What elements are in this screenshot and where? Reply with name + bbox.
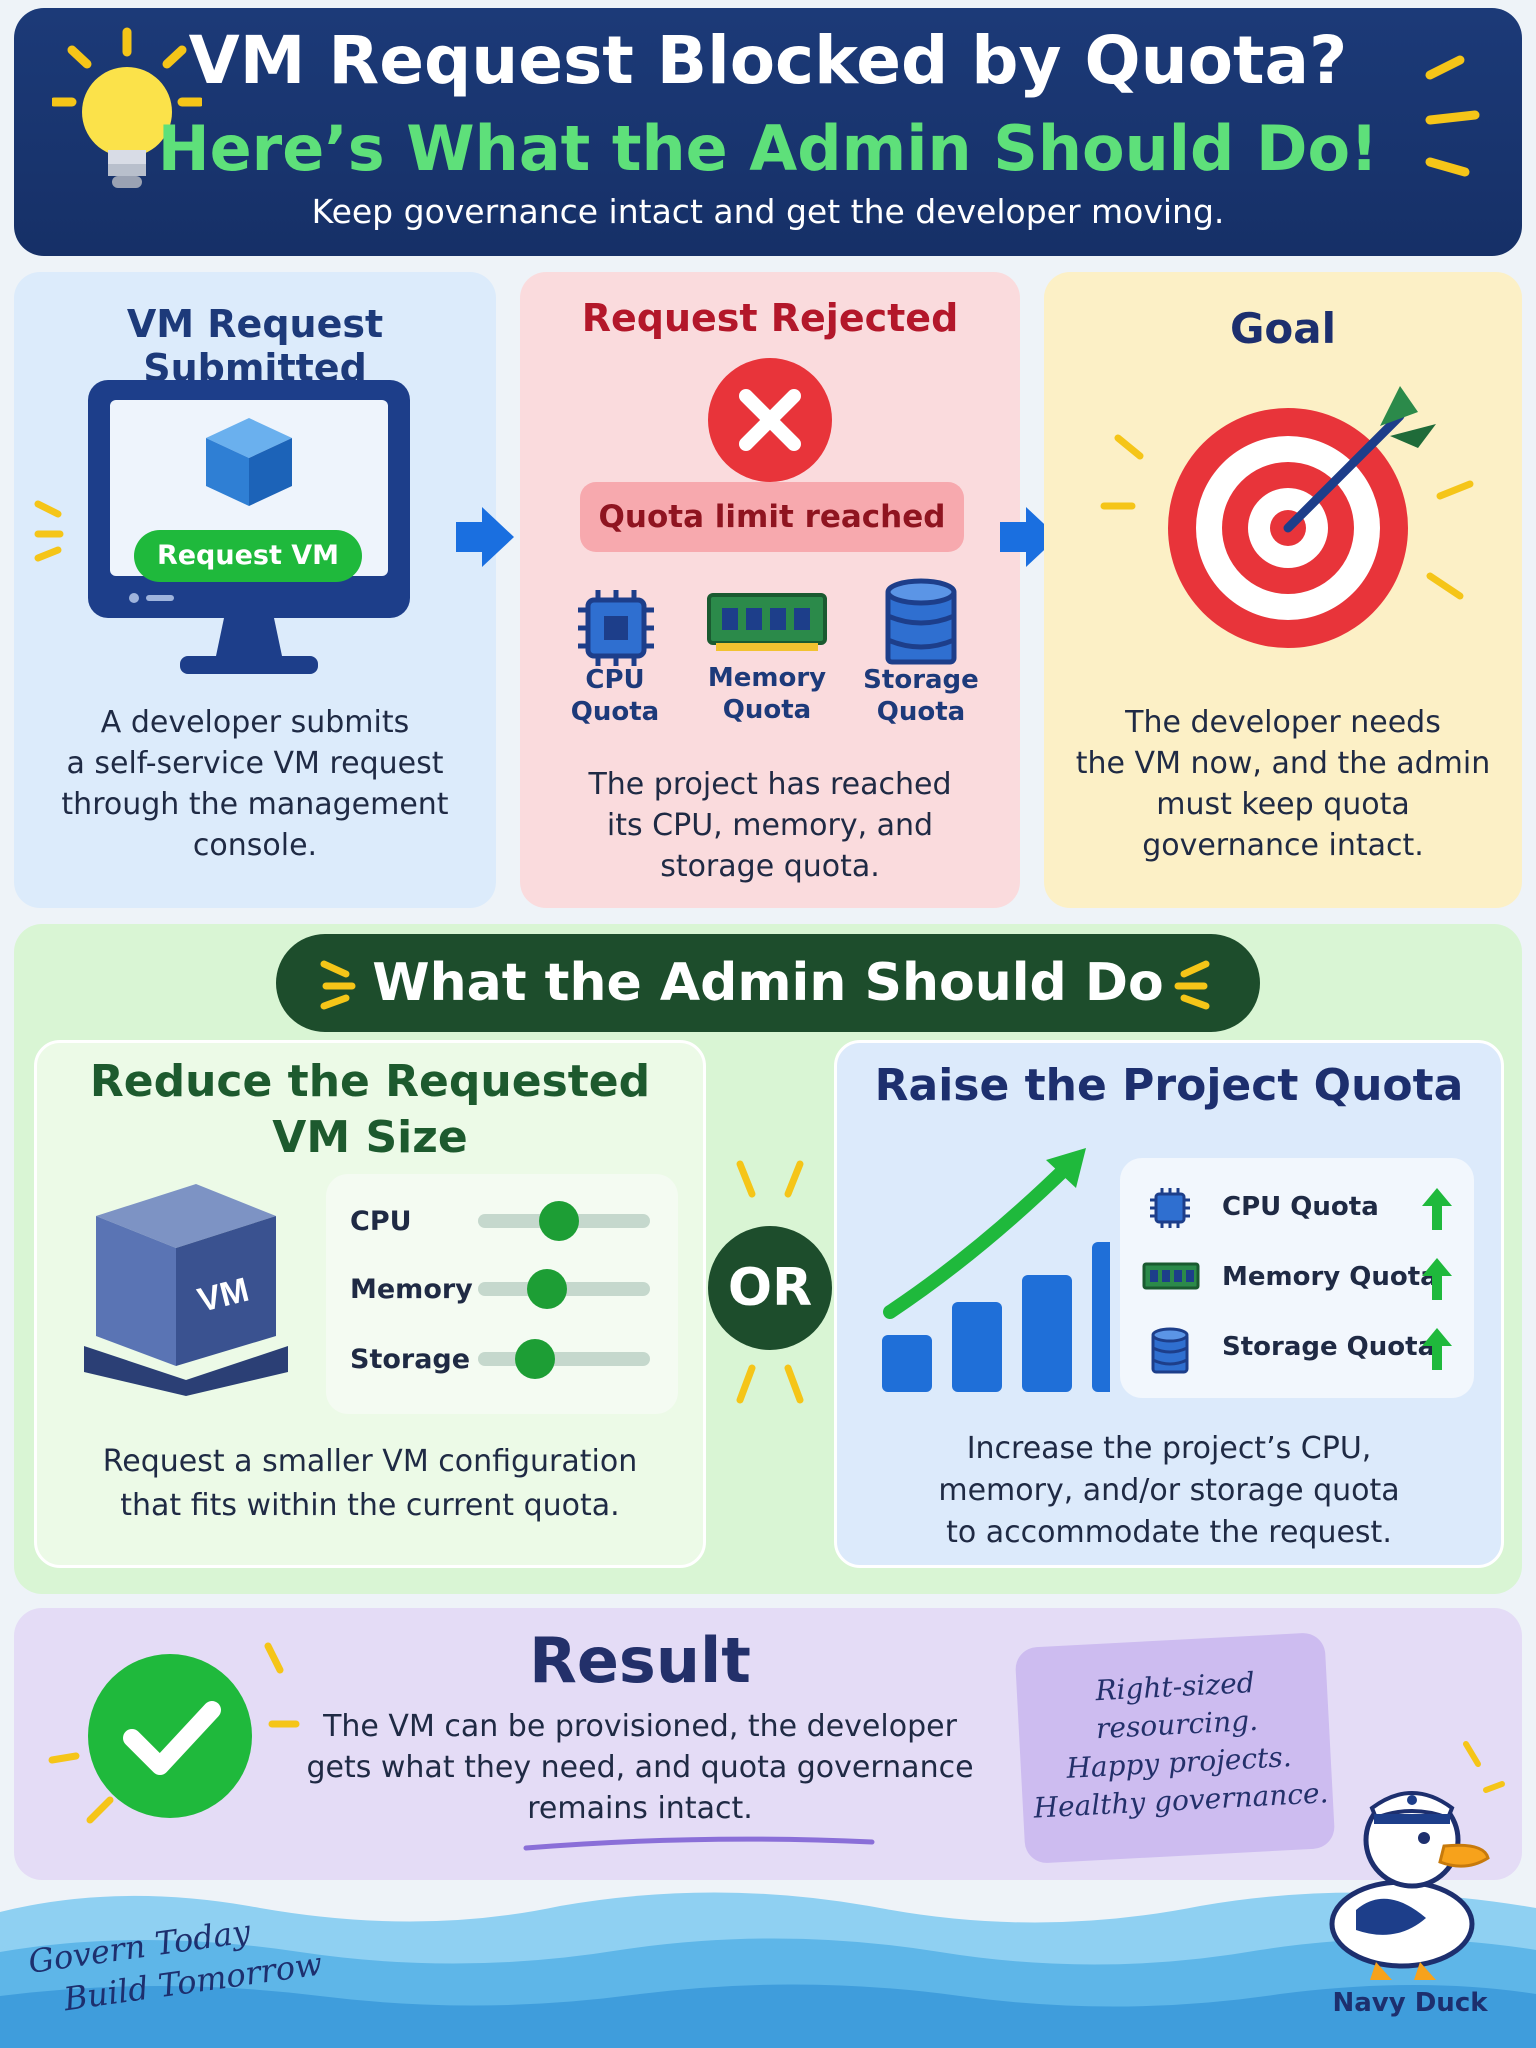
navy-duck-mascot-icon bbox=[1329, 1741, 1505, 1980]
option-raise-body: Increase the project’s CPU, memory, and/… bbox=[938, 1431, 1400, 1550]
up-arrow-icon bbox=[1422, 1258, 1452, 1300]
quota-item-cpu: CPU Quota bbox=[1222, 1192, 1379, 1222]
slider-knob-storage[interactable] bbox=[514, 1339, 555, 1379]
page-tagline: Keep governance intact and get the devel… bbox=[311, 192, 1225, 231]
sparkle-lines-icon bbox=[736, 1160, 804, 1198]
admin-heading-pill bbox=[276, 934, 1260, 1032]
page-subtitle: Here’s What the Admin Should Do! bbox=[157, 112, 1379, 185]
option-raise-title: Raise the Project Quota bbox=[874, 1060, 1464, 1111]
success-check-icon bbox=[48, 1642, 300, 1824]
slider-knob-cpu[interactable] bbox=[538, 1201, 579, 1241]
option-reduce-body: Request a smaller VM configuration that … bbox=[102, 1444, 638, 1523]
quota-limit-badge bbox=[580, 482, 964, 552]
cpu-chip-icon bbox=[578, 590, 654, 666]
up-arrow-icon bbox=[1422, 1328, 1452, 1370]
memory-module-icon bbox=[1142, 1262, 1200, 1290]
sticky-note-text: Right-sized resourcing. Happy projects. … bbox=[1032, 1665, 1330, 1825]
up-arrow-icon bbox=[1422, 1188, 1452, 1230]
option-reduce-title: Reduce the Requested VM Size bbox=[89, 1056, 651, 1163]
slider-label-cpu: CPU bbox=[350, 1206, 412, 1237]
slider-track-storage[interactable] bbox=[478, 1352, 650, 1366]
page-title: VM Request Blocked by Quota? bbox=[188, 22, 1348, 99]
slider-label-memory: Memory bbox=[350, 1274, 473, 1305]
quota-limit-badge-text: Quota limit reached bbox=[598, 499, 946, 535]
flow-arrow-1 bbox=[456, 522, 482, 552]
growth-bar bbox=[882, 1335, 932, 1392]
vm-server-cube-icon: VM bbox=[84, 1184, 288, 1396]
step-title-goal: Goal bbox=[1229, 304, 1337, 353]
quota-item-storage: Storage Quota bbox=[1222, 1332, 1436, 1362]
sparkle-lines-icon bbox=[34, 500, 64, 562]
lightbulb-icon bbox=[52, 27, 202, 188]
cpu-chip-icon bbox=[1150, 1188, 1190, 1228]
growth-bar bbox=[1022, 1275, 1072, 1392]
storage-database-icon bbox=[1151, 1327, 1189, 1374]
step-title-rejected: Request Rejected bbox=[581, 296, 959, 340]
request-vm-button[interactable] bbox=[134, 530, 362, 582]
admin-heading: What the Admin Should Do bbox=[372, 953, 1164, 1013]
water-wave-footer bbox=[0, 1892, 1536, 2048]
request-vm-button-label: Request VM bbox=[156, 540, 340, 571]
reject-x-icon bbox=[708, 358, 832, 482]
step-body-goal: The developer needs the VM now, and the … bbox=[1075, 705, 1491, 863]
result-body: The VM can be provisioned, the developer… bbox=[306, 1709, 974, 1826]
flow-arrow-2 bbox=[1000, 522, 1026, 552]
mascot-name: Navy Duck bbox=[1332, 1988, 1488, 2018]
sparkle-lines-icon bbox=[1425, 55, 1480, 177]
sparkle-lines-icon bbox=[736, 1364, 804, 1404]
sparkle-lines-icon bbox=[1174, 960, 1210, 1010]
quota-item-memory: Memory Quota bbox=[1222, 1262, 1438, 1292]
step-body-submitted: A developer submits a self-service VM re… bbox=[61, 705, 449, 863]
target-dart-icon bbox=[1100, 386, 1474, 648]
sparkle-lines-icon bbox=[320, 960, 356, 1010]
growth-bar bbox=[952, 1302, 1002, 1392]
header-banner bbox=[14, 8, 1522, 256]
memory-module-icon bbox=[707, 593, 827, 651]
growth-bar-chart-icon bbox=[882, 1148, 1110, 1392]
flow-arrow-1-head bbox=[482, 507, 514, 567]
slider-knob-memory[interactable] bbox=[526, 1269, 567, 1309]
slider-label-storage: Storage bbox=[350, 1344, 471, 1375]
step-body-rejected: The project has reached its CPU, memory,… bbox=[588, 767, 952, 884]
growth-bar bbox=[1092, 1242, 1110, 1392]
or-badge: OR bbox=[708, 1226, 832, 1350]
storage-database-icon bbox=[885, 578, 957, 665]
result-title: Result bbox=[529, 1624, 751, 1697]
underline-swoosh bbox=[523, 1836, 875, 1851]
